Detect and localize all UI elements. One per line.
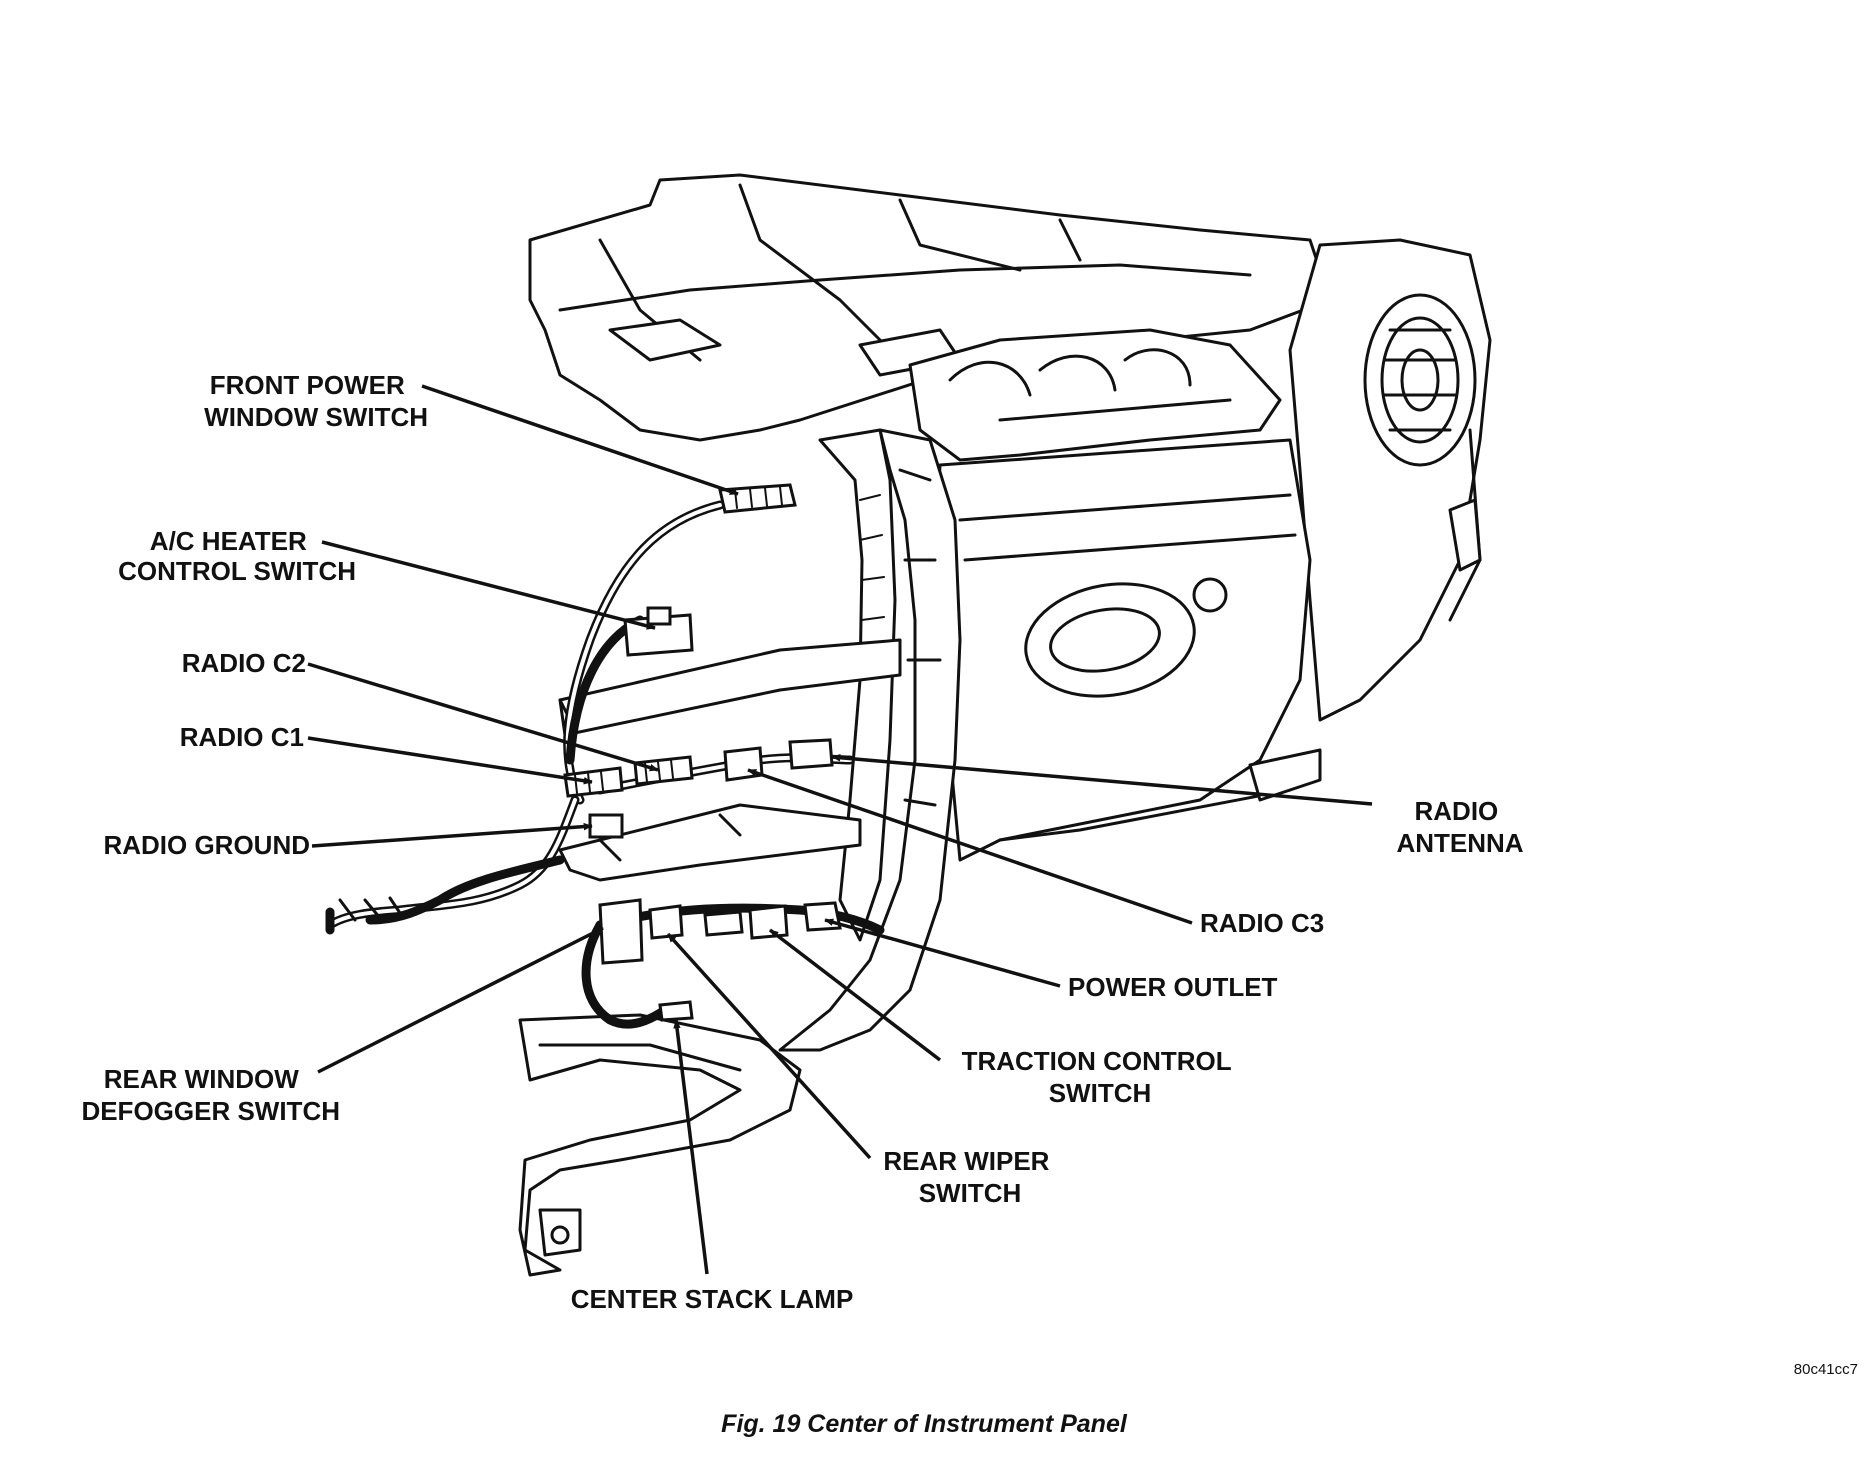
label-radio-c1: RADIO C1 [180, 722, 304, 752]
callout-labels: FRONT POWER WINDOW SWITCH A/C HEATER CON… [81, 370, 1523, 1314]
radio-c1-connector [563, 766, 624, 798]
radio-antenna-connector [788, 738, 834, 770]
figure-caption: Fig. 19 Center of Instrument Panel [721, 1410, 1128, 1438]
label-power-outlet: POWER OUTLET [1068, 972, 1278, 1002]
rear-wiper-switch-connector [648, 904, 684, 940]
center-vent [908, 328, 1282, 462]
radio-tray [558, 803, 862, 882]
label-radio-ground: RADIO GROUND [103, 830, 310, 860]
label-radio-c3: RADIO C3 [1200, 908, 1324, 938]
label-rear-wiper-switch: REAR WIPER SWITCH [883, 1146, 1056, 1208]
figure-code: 80c41cc7 [1794, 1361, 1858, 1378]
lower-duct [518, 1013, 802, 1277]
power-outlet-connector [803, 901, 842, 932]
label-front-power-window-switch: FRONT POWER WINDOW SWITCH [204, 370, 428, 432]
front-power-window-switch-connector [718, 483, 797, 514]
label-radio-antenna: RADIO ANTENNA [1396, 796, 1523, 858]
rear-window-defogger-switch-connector [598, 898, 644, 965]
traction-control-switch-connector [748, 904, 789, 940]
center-stack-lamp-socket [658, 1000, 694, 1022]
label-radio-c2: RADIO C2 [182, 648, 306, 678]
radio-c2-connector [633, 755, 694, 786]
leader-lines [307, 384, 1373, 1275]
radio-c3-connector [723, 746, 764, 782]
radio-ground-terminal [588, 813, 624, 839]
label-center-stack-lamp: CENTER STACK LAMP [571, 1284, 854, 1314]
panel-line-art [518, 173, 1492, 1277]
label-traction-control-switch: TRACTION CONTROL SWITCH [962, 1046, 1239, 1108]
center-stack-frame [778, 428, 962, 1052]
upper-shelf [558, 638, 902, 737]
label-rear-window-defogger-switch: REAR WINDOW DEFOGGER SWITCH [81, 1064, 340, 1126]
label-ac-heater-control-switch: A/C HEATER CONTROL SWITCH [118, 526, 356, 586]
